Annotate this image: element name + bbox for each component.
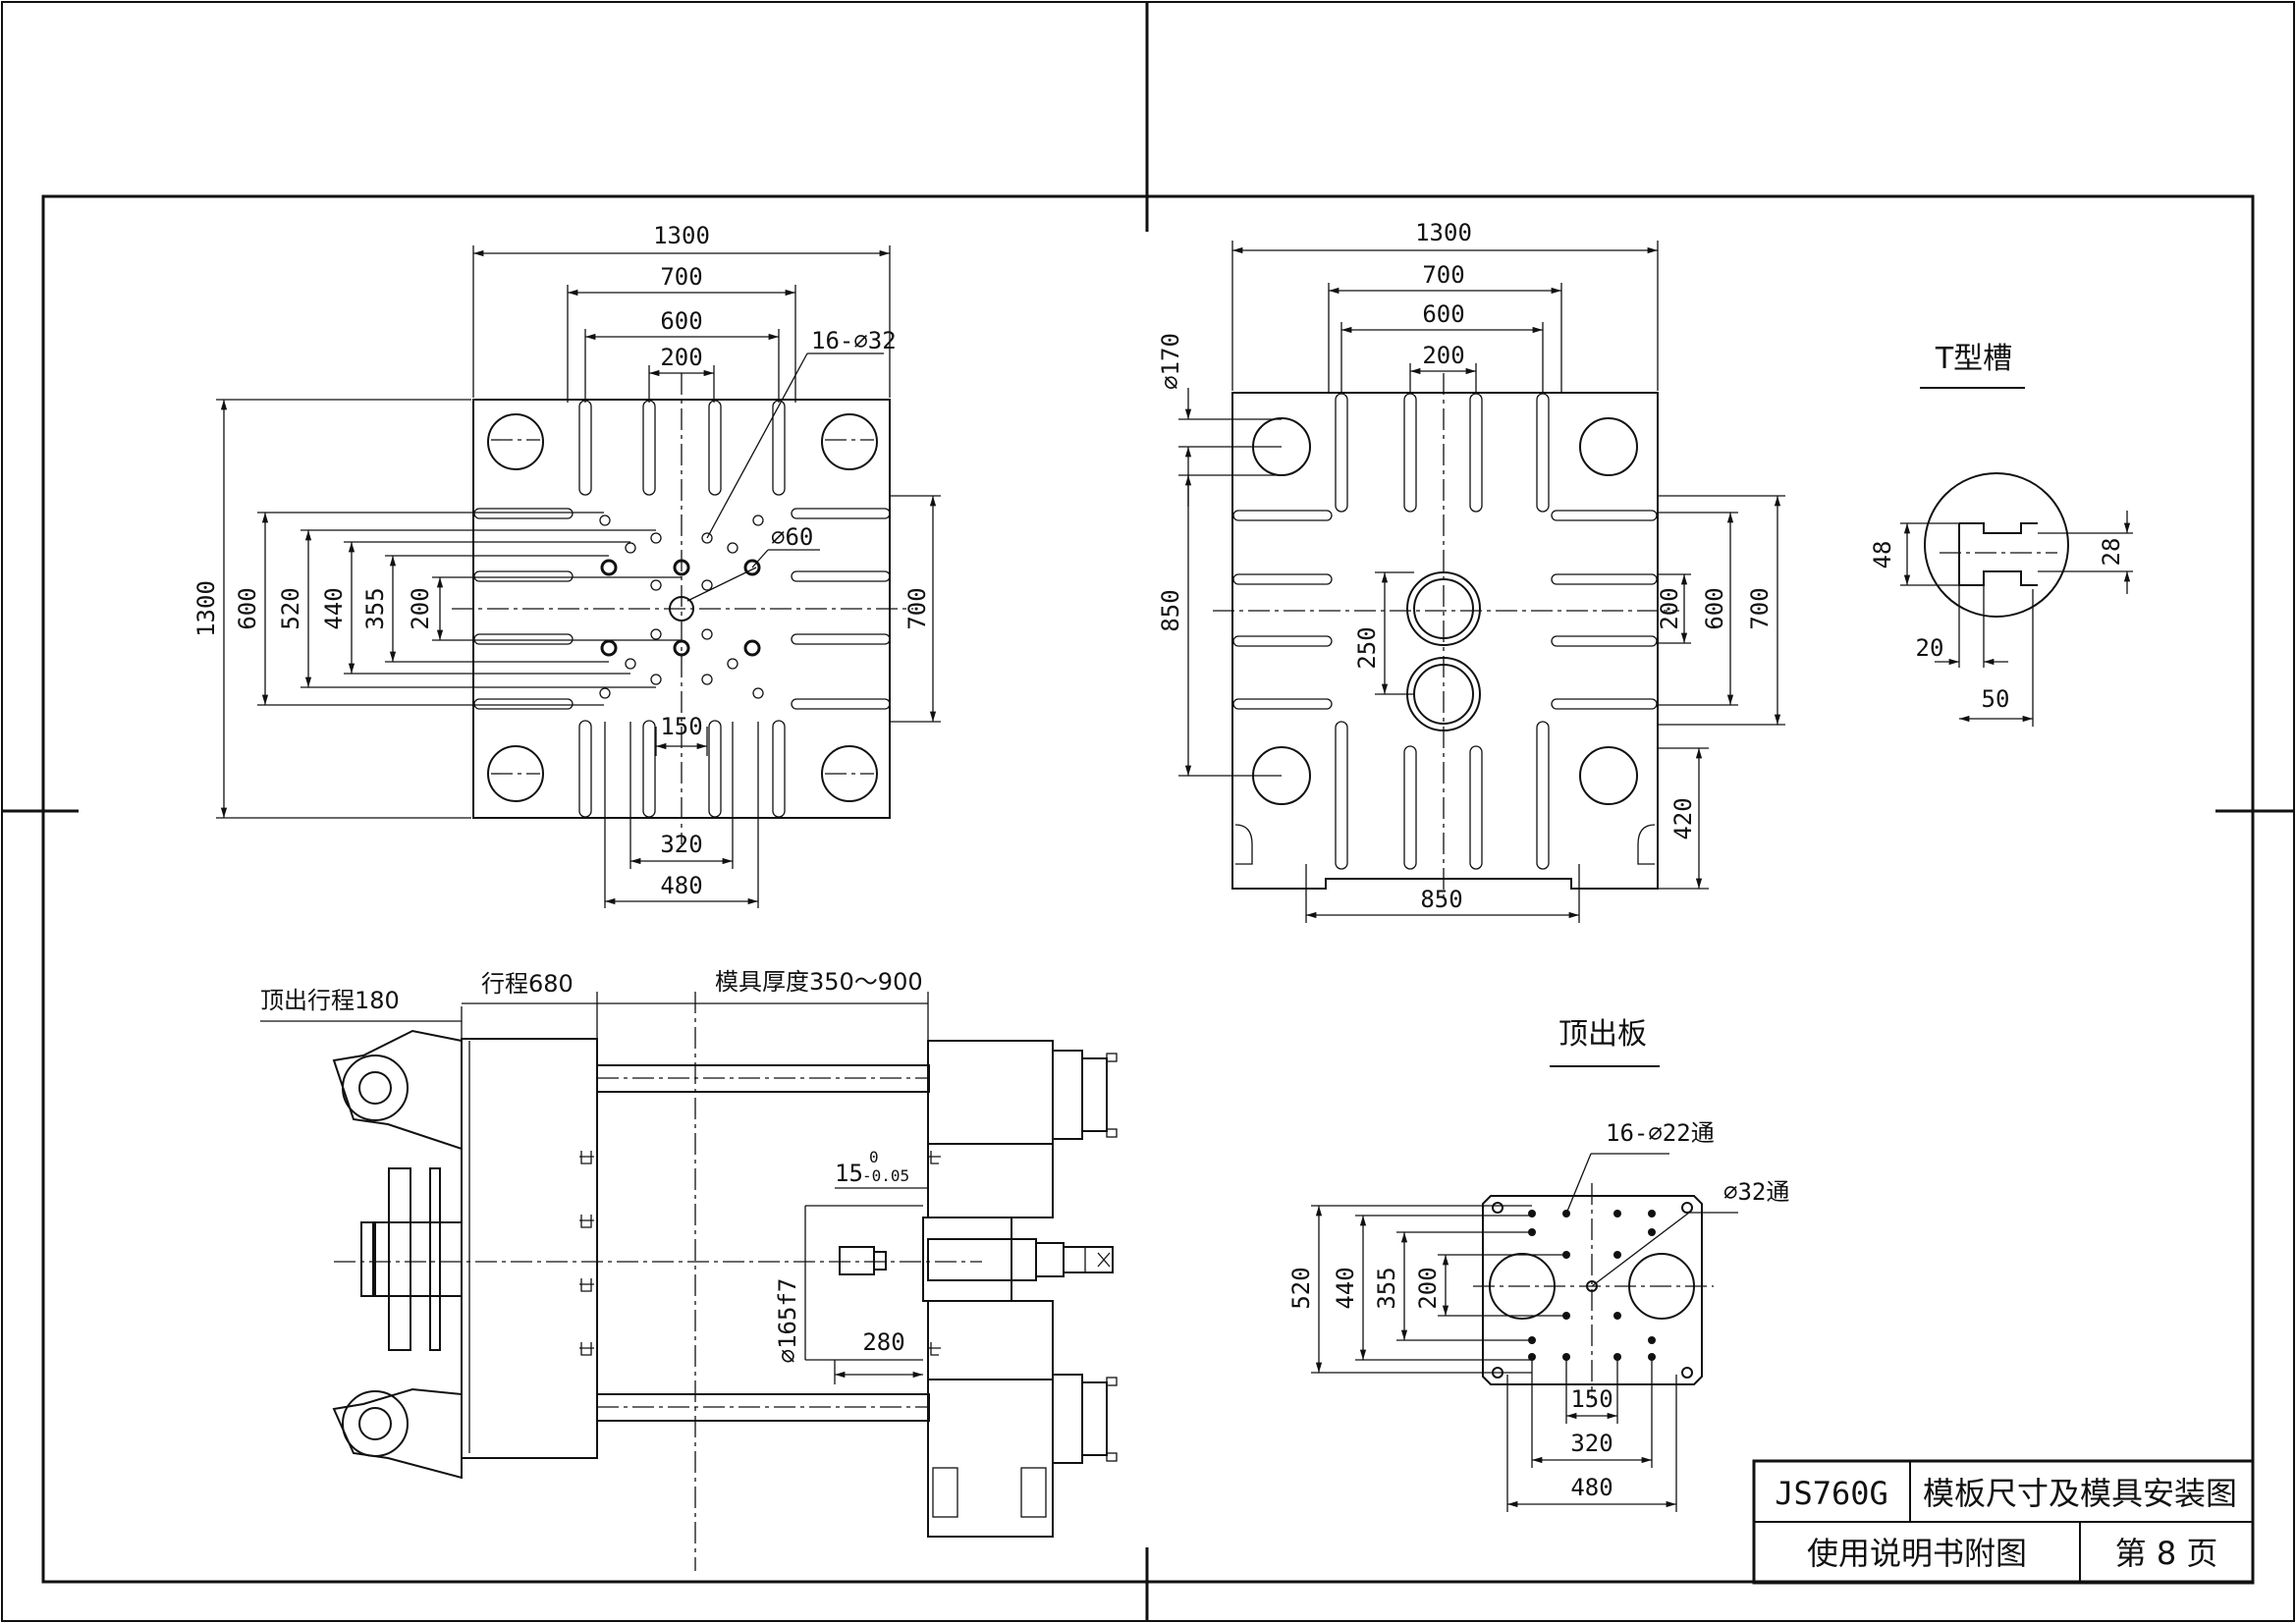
tie-bar-hole: [487, 413, 544, 470]
dim-height-520: 520: [277, 587, 304, 629]
dim-bottom-150: 150: [1570, 1385, 1613, 1413]
moving-platen-view: 1300 700 600 200 ⌀170 850 250 200 600 70…: [1157, 219, 1785, 923]
dim-bottom-480: 480: [1570, 1474, 1613, 1501]
tie-bar-lower: [596, 1393, 930, 1422]
title-block-drawing-title: 模板尺寸及模具安装图: [1923, 1475, 2237, 1512]
machine-side-view: 顶出行程180 行程680 模具厚度350～900: [260, 968, 1118, 1571]
dim-280: 280: [862, 1328, 904, 1356]
title-block-subtitle: 使用说明书附图: [1807, 1535, 2027, 1572]
t-slot: [473, 508, 891, 710]
dim-height-200: 200: [1414, 1267, 1442, 1309]
dim-bottom-480: 480: [660, 872, 702, 899]
dim-20: 20: [1916, 634, 1944, 662]
t-slot-detail: T型槽 48 28 20 50: [1869, 342, 2133, 727]
tie-bar-hole: [1579, 417, 1638, 476]
label-mold-thickness: 模具厚度350～900: [715, 968, 923, 996]
dim-height-200: 200: [407, 587, 434, 629]
tie-bar-hole: [487, 745, 544, 802]
dim-height-355: 355: [1373, 1267, 1400, 1309]
dim-width-200: 200: [1422, 342, 1464, 369]
label-hole-32: ⌀32通: [1723, 1178, 1789, 1206]
dim-bottom-320: 320: [660, 831, 702, 858]
label-center-bore-60: ⌀60: [771, 523, 813, 551]
dim-48: 48: [1869, 541, 1896, 569]
dim-50: 50: [1982, 685, 2010, 713]
mold-mount-bore: [1406, 571, 1481, 646]
dim-right-200: 200: [1656, 587, 1683, 629]
tolerance-lower: -0.05: [862, 1166, 909, 1185]
dim-width-1300: 1300: [653, 222, 710, 249]
label-holes-16-22: 16-⌀22通: [1606, 1119, 1715, 1147]
ejector-plate-view: 顶出板: [1287, 1017, 1789, 1512]
dim-right-420: 420: [1669, 797, 1697, 839]
rear-platen: [461, 1038, 598, 1459]
dim-bottom-150: 150: [660, 713, 702, 740]
dim-28: 28: [2098, 538, 2125, 567]
tie-bar-hole: [821, 745, 878, 802]
tolerance-15: 15: [835, 1160, 863, 1187]
title-block: JS760G 模板尺寸及模具安装图 使用说明书附图 第 8 页: [1752, 1459, 2255, 1585]
toggle-link-lower: [332, 1387, 463, 1480]
dim-width-600: 600: [660, 307, 702, 335]
label-locating-ring-165f7: ⌀165f7: [774, 1278, 801, 1364]
toggle-link-upper: [332, 1029, 463, 1151]
ejector-plate-title: 顶出板: [1558, 1017, 1647, 1052]
dim-width-1300: 1300: [1415, 219, 1472, 246]
tie-bar-hole: [1579, 746, 1638, 805]
dim-bottom-320: 320: [1570, 1430, 1613, 1457]
dim-height-850: 850: [1157, 589, 1184, 631]
dim-height-440: 440: [1332, 1267, 1359, 1309]
dim-height-1300: 1300: [192, 580, 220, 637]
front-platen-view: 1300 700 600 200 16-⌀32 ⌀60 1300 600 520…: [192, 222, 941, 908]
title-block-page: 第 8 页: [2115, 1535, 2218, 1572]
dim-right-600: 600: [1701, 587, 1728, 629]
dim-width-700: 700: [1422, 261, 1464, 289]
dim-height-600: 600: [234, 587, 261, 629]
t-slot: [1232, 393, 1658, 870]
dim-bottom-850: 850: [1420, 886, 1462, 913]
ejector-hole-pattern: [599, 514, 764, 699]
tie-bar-upper: [596, 1064, 930, 1093]
dim-right-700: 700: [1746, 587, 1774, 629]
label-stroke: 行程680: [481, 970, 574, 998]
dim-width-200: 200: [660, 344, 702, 371]
dim-height-440: 440: [320, 587, 348, 629]
label-ejector-stroke: 顶出行程180: [260, 987, 400, 1014]
dim-right-700: 700: [903, 587, 931, 629]
dim-width-600: 600: [1422, 300, 1464, 328]
dim-bore-250: 250: [1353, 626, 1381, 669]
label-holes-16-32: 16-⌀32: [811, 327, 897, 354]
t-slot-title: T型槽: [1935, 342, 2012, 376]
dim-width-700: 700: [660, 263, 702, 291]
tie-bar-hole: [821, 413, 878, 470]
dim-height-520: 520: [1287, 1267, 1315, 1309]
dim-height-355: 355: [361, 587, 389, 629]
dim-tie-bar-170: ⌀170: [1157, 333, 1184, 390]
tolerance-upper: 0: [869, 1148, 879, 1166]
title-block-model: JS760G: [1775, 1475, 1888, 1512]
